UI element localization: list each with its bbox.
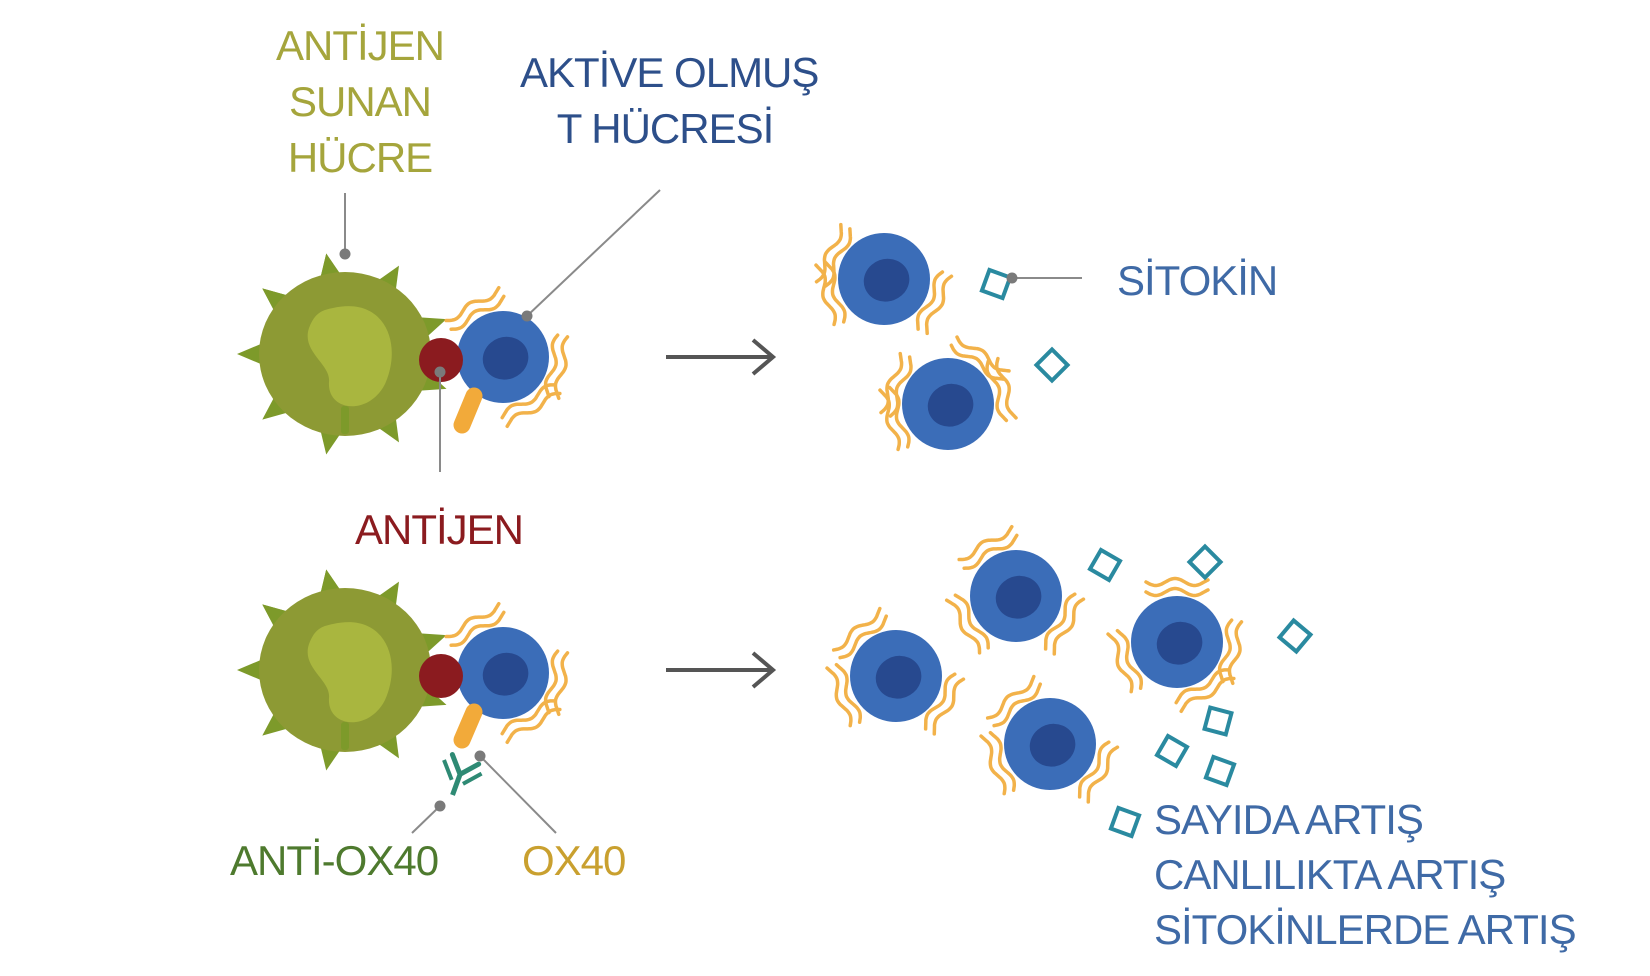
apc-label: ANTİJEN SUNAN HÜCRE bbox=[260, 18, 460, 186]
cytokine-wave-icon bbox=[1174, 668, 1236, 714]
cytokine-icon bbox=[1087, 547, 1123, 583]
anti-ox40-label: ANTİ-OX40 bbox=[230, 837, 439, 884]
cytokine-wave-icon bbox=[957, 524, 1019, 570]
cytokine-icon bbox=[1276, 617, 1314, 655]
cytokine-wave-icon bbox=[1144, 576, 1210, 598]
leader-dot bbox=[474, 750, 486, 762]
leader-line bbox=[411, 805, 441, 834]
arrow-icon bbox=[666, 651, 777, 689]
cytokine-icon bbox=[1202, 705, 1234, 737]
cytokine-icon bbox=[979, 267, 1013, 301]
cytokine-wave-icon bbox=[825, 662, 863, 728]
cytokine-icon bbox=[1186, 543, 1224, 581]
cytokine-wave-icon bbox=[500, 383, 562, 429]
cytokine-wave-icon bbox=[814, 260, 847, 327]
cytokine-icon bbox=[1033, 346, 1071, 384]
ox40-receptor-icon bbox=[453, 703, 483, 749]
leader-line bbox=[526, 189, 661, 317]
cytokine-wave-icon bbox=[923, 672, 966, 736]
antigen-icon bbox=[419, 338, 463, 382]
ox40-label: OX40 bbox=[522, 837, 626, 884]
leader-dot bbox=[434, 800, 446, 812]
leader-dot bbox=[339, 248, 351, 260]
t-cell-icon bbox=[850, 630, 942, 722]
t-cell-icon bbox=[1004, 698, 1096, 790]
cytokine-wave-icon bbox=[831, 606, 889, 660]
apc-label-line1: ANTİJEN bbox=[275, 22, 445, 69]
antigen-icon bbox=[419, 654, 463, 698]
t-cell-top-icon bbox=[457, 311, 549, 403]
tcell-label-line1: AKTİVE OLMUŞ bbox=[520, 49, 819, 96]
ox40-receptor-icon bbox=[453, 387, 483, 434]
cytokine-wave-icon bbox=[500, 699, 562, 745]
anti-ox40-antibody-icon bbox=[442, 752, 483, 796]
t-cell-icon bbox=[838, 233, 930, 325]
cytokine-wave-icon bbox=[879, 351, 913, 418]
cytokine-wave-icon bbox=[1043, 592, 1086, 656]
apc-top-icon bbox=[237, 253, 447, 455]
cytokine-wave-icon bbox=[444, 285, 506, 331]
result-list: SAYIDA ARTIŞ CANLILIKTA ARTIŞ SİTOKİNLER… bbox=[1154, 792, 1577, 957]
apc-label-line2: SUNAN bbox=[288, 78, 432, 125]
antigen-label: ANTİJEN bbox=[355, 506, 524, 553]
t-cell-icon bbox=[1131, 596, 1223, 688]
cytokine-wave-icon bbox=[985, 674, 1043, 728]
cytokine-wave-icon bbox=[1106, 628, 1144, 694]
t-cell-icon bbox=[902, 358, 994, 450]
activated-tcell-label: AKTİVE OLMUŞ T HÜCRESİ bbox=[520, 45, 819, 157]
cytokine-wave-icon bbox=[979, 730, 1017, 796]
leader-line bbox=[479, 755, 557, 834]
cytokine-wave-icon bbox=[444, 601, 506, 647]
cytokine-wave-icon bbox=[1077, 740, 1120, 804]
result-viability-increase: CANLILIKTA ARTIŞ bbox=[1154, 851, 1506, 898]
cytokine-wave-icon bbox=[985, 356, 1018, 423]
cytokine-label: SİTOKİN bbox=[1117, 257, 1278, 304]
t-cell-icon bbox=[970, 550, 1062, 642]
cytokine-wave-icon bbox=[915, 270, 954, 336]
result-cytokine-increase: SİTOKİNLERDE ARTIŞ bbox=[1154, 906, 1577, 953]
cytokine-icon bbox=[1108, 805, 1142, 839]
cytokine-icon bbox=[1154, 733, 1190, 769]
leader-dot bbox=[434, 366, 446, 378]
t-cell-bottom-icon bbox=[457, 627, 549, 719]
cytokine-wave-icon bbox=[944, 593, 990, 655]
cytokine-icon bbox=[1203, 754, 1237, 788]
apc-label-line3: HÜCRE bbox=[287, 134, 433, 181]
leader-dot bbox=[1006, 272, 1018, 284]
arrow-icon bbox=[666, 338, 777, 376]
apc-bottom-icon bbox=[237, 569, 447, 771]
leader-dot bbox=[521, 310, 533, 322]
result-count-increase: SAYIDA ARTIŞ bbox=[1154, 796, 1424, 843]
tcell-label-line2: T HÜCRESİ bbox=[556, 105, 775, 152]
